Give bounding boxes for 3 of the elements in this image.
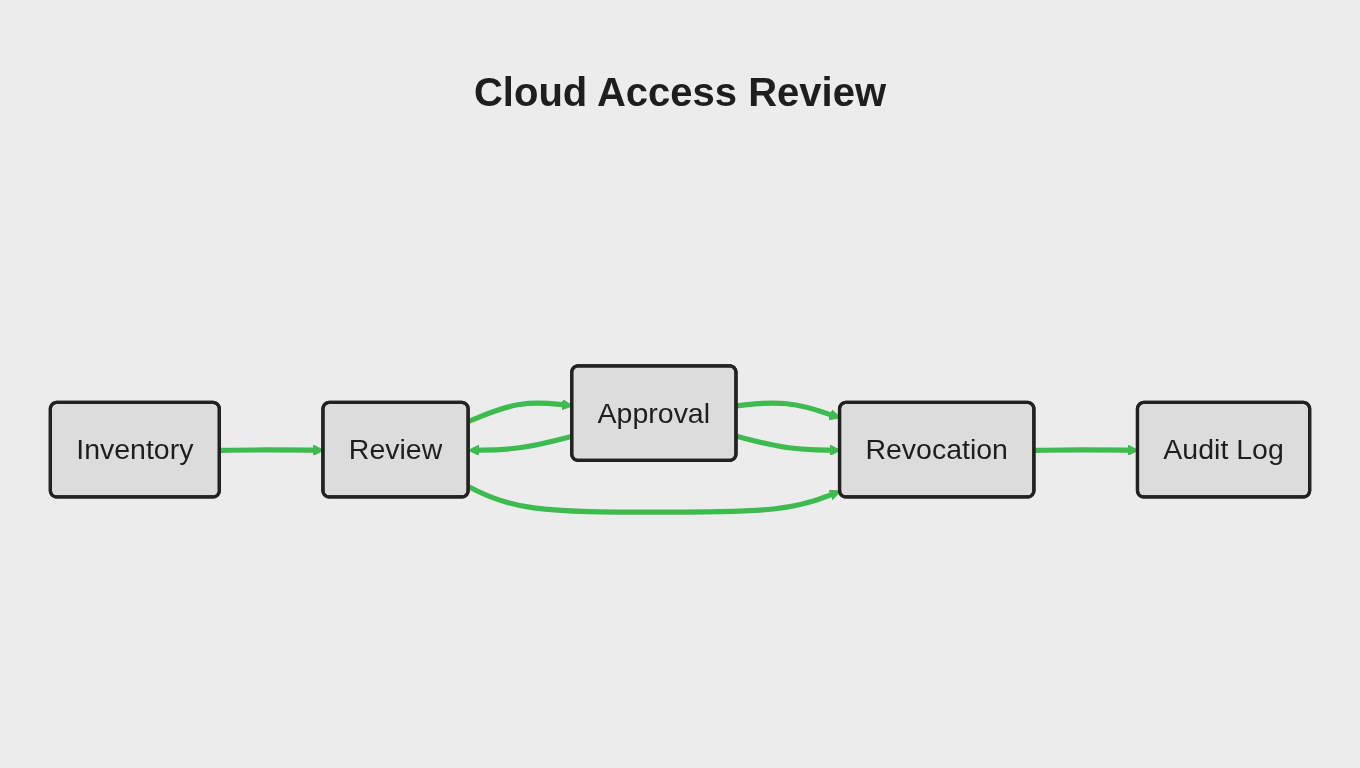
diagram-title: Cloud Access Review xyxy=(473,70,887,115)
arrow xyxy=(467,399,573,424)
arrow xyxy=(468,433,573,456)
